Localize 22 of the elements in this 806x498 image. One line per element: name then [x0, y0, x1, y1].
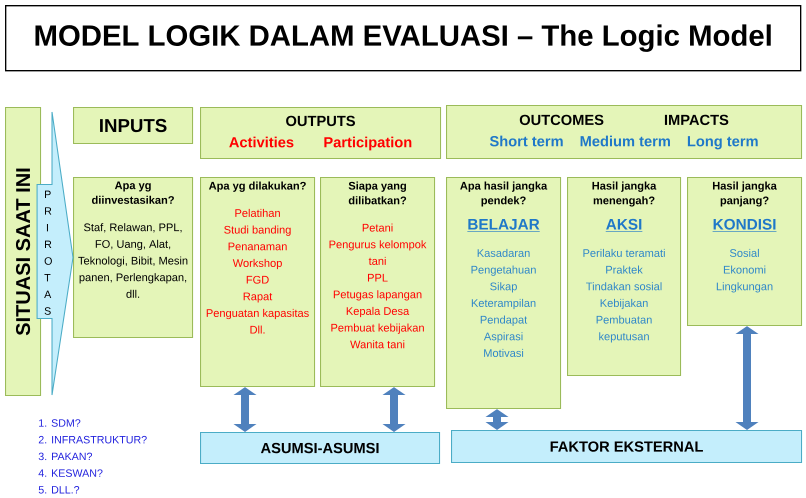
header-box: OUTPUTS Activities Participation: [200, 107, 442, 160]
list-item: 5. DLL.?: [38, 486, 80, 494]
title-box: MODEL LOGIK DALAM EVALUASI – The Logic Model: [5, 5, 802, 72]
assumption-bar: ASUMSI-ASUMSI: [200, 432, 440, 464]
input-box: Apa yg diinvestasikan? Staf, Relawan, PPL, FO, Uang, Alat, Teknologi, Bibit, Mesin panen, Perlengkapan, dll.: [73, 177, 194, 338]
double-arrow: [382, 387, 406, 432]
list-item: 1. SDM?: [39, 419, 80, 427]
outcome-box: Hasil jangka menengah? AKSI Perilaku teramati Praktek Tindakan sosial Kebijakan Pembuatan keputusan: [567, 177, 682, 376]
list-item: 3. PAKAN?: [38, 452, 92, 460]
double-arrow: [485, 409, 509, 430]
double-arrow: [233, 387, 257, 432]
list-item: 2. INFRASTRUKTUR?: [38, 436, 147, 444]
situation-band: SITUASI SAAT INI: [5, 107, 42, 396]
header-box: INPUTS: [73, 107, 194, 144]
participation-box: Siapa yang dilibatkan? Petani Pengurus kelompok tani PPL Petugas lapangan Kepala Desa Pembuat kebijakan Wanita tani: [320, 177, 436, 388]
double-arrow: [735, 326, 759, 430]
outcome-box: Hasil jangka panjang? KONDISI Sosial Ekonomi Lingkungan: [687, 177, 802, 326]
list-item: 4. KESWAN?: [38, 469, 102, 477]
activity-box: Apa yg dilakukan? Pelatihan Studi banding Penanaman Workshop FGD Rapat Penguatan kapasitas Dll.: [200, 177, 316, 388]
external-factor-bar: FAKTOR EKSTERNAL: [451, 430, 802, 464]
outcome-box: Apa hasil jangka pendek? BELAJAR Kasadaran Pengetahuan Sikap Keterampilan Pendapat Aspirasi Motivasi: [446, 177, 562, 410]
header-box: OUTCOMES IMPACTS Short term Medium term Long term: [446, 105, 802, 160]
